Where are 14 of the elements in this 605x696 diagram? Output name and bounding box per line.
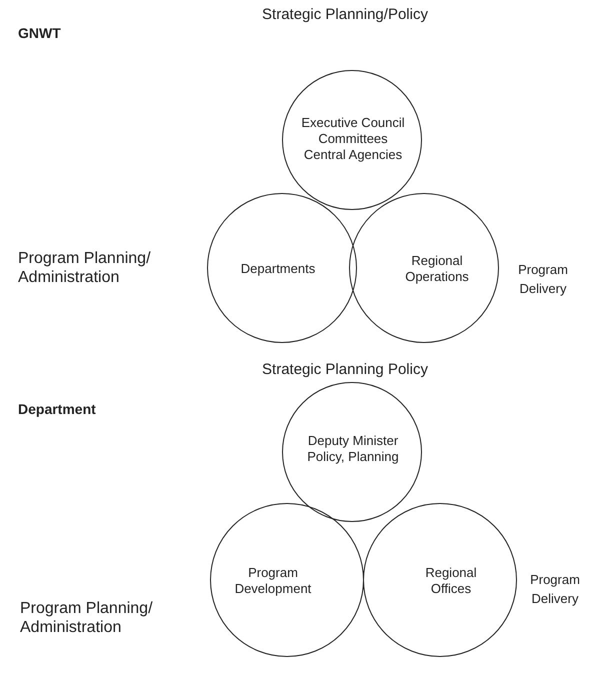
axis-label: Strategic Planning Policy <box>261 360 429 379</box>
circle-label: Regional Offices <box>424 565 478 597</box>
axis-label: Program Delivery <box>517 261 569 298</box>
axis-label: Strategic Planning/Policy <box>261 5 429 24</box>
circle-label: Regional Operations <box>404 253 470 285</box>
section-heading: GNWT <box>18 24 62 43</box>
axis-label: Program Delivery <box>529 571 581 608</box>
section-heading: Department <box>18 400 97 419</box>
axis-label: Program Planning/ Administration <box>20 599 154 637</box>
circle-label: Program Development <box>234 565 312 597</box>
axis-label: Program Planning/ Administration <box>18 249 152 287</box>
circle-label: Departments <box>240 261 316 277</box>
circle-label: Deputy Minister Policy, Planning <box>306 433 400 465</box>
circle-label: Executive Council Committees Central Agencies <box>300 115 406 163</box>
